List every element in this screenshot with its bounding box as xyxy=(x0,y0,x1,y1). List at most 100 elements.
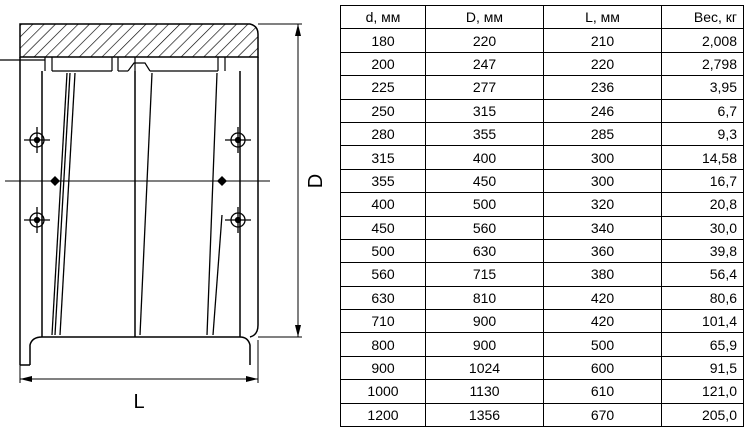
cell-length: 610 xyxy=(543,379,662,404)
centre-marker-right xyxy=(217,176,227,186)
dimension-d xyxy=(258,23,302,338)
cell-outer-d: 810 xyxy=(425,285,544,311)
cell-d: 280 xyxy=(340,121,426,147)
cell-outer-d: 1356 xyxy=(425,402,544,428)
cell-d: 200 xyxy=(340,51,426,77)
cell-weight: 2,798 xyxy=(661,51,744,77)
cell-d: 800 xyxy=(340,332,426,357)
cell-d: 355 xyxy=(340,168,426,194)
cell-weight: 2,008 xyxy=(661,28,744,53)
table-header-row: d, мм D, мм L, мм Вес, кг xyxy=(340,4,744,30)
cell-weight: 3,95 xyxy=(661,75,744,100)
cell-outer-d: 1130 xyxy=(425,379,544,404)
cell-length: 600 xyxy=(543,355,662,381)
arrow-d-bottom xyxy=(295,325,301,337)
cell-length: 380 xyxy=(543,262,662,287)
cell-d: 180 xyxy=(340,28,426,53)
cell-length: 360 xyxy=(543,238,662,264)
cell-d: 315 xyxy=(340,145,426,170)
cell-weight: 9,3 xyxy=(661,121,744,147)
cell-outer-d: 715 xyxy=(425,262,544,287)
fitting-drawing: D L xyxy=(0,23,327,413)
cell-weight: 39,8 xyxy=(661,238,744,264)
cell-weight: 6,7 xyxy=(661,98,744,123)
cell-outer-d: 355 xyxy=(425,121,544,147)
cell-outer-d: 220 xyxy=(425,28,544,53)
cell-weight: 80,6 xyxy=(661,285,744,311)
cell-d: 225 xyxy=(340,75,426,100)
dimension-l-label: L xyxy=(133,391,144,413)
cell-length: 285 xyxy=(543,121,662,147)
cell-length: 210 xyxy=(543,28,662,53)
terminal-pin-icon xyxy=(24,127,251,233)
cell-weight: 121,0 xyxy=(661,379,744,404)
cell-outer-d: 900 xyxy=(425,309,544,334)
cell-weight: 65,9 xyxy=(661,332,744,357)
dimension-d-label: D xyxy=(305,174,327,188)
header-outer-d: D, мм xyxy=(425,4,544,30)
cell-length: 420 xyxy=(543,309,662,334)
cell-outer-d: 247 xyxy=(425,51,544,77)
cell-d: 450 xyxy=(340,215,426,240)
cell-weight: 14,58 xyxy=(661,145,744,170)
cell-outer-d: 400 xyxy=(425,145,544,170)
cell-length: 500 xyxy=(543,332,662,357)
arrow-d-top xyxy=(295,24,301,36)
cell-outer-d: 500 xyxy=(425,192,544,217)
arrow-l-left xyxy=(20,376,32,382)
slanted-lines xyxy=(51,72,223,336)
cell-length: 300 xyxy=(543,145,662,170)
cell-weight: 16,7 xyxy=(661,168,744,194)
cell-weight: 56,4 xyxy=(661,262,744,287)
cell-d: 560 xyxy=(340,262,426,287)
cell-length: 320 xyxy=(543,192,662,217)
cell-length: 300 xyxy=(543,168,662,194)
centre-marker-left xyxy=(50,176,60,186)
cell-weight: 20,8 xyxy=(661,192,744,217)
cell-d: 710 xyxy=(340,309,426,334)
header-length: L, мм xyxy=(543,4,662,30)
cell-length: 246 xyxy=(543,98,662,123)
header-d: d, мм xyxy=(340,4,426,30)
cell-outer-d: 630 xyxy=(425,238,544,264)
cell-length: 340 xyxy=(543,215,662,240)
cell-length: 236 xyxy=(543,75,662,100)
cell-d: 1200 xyxy=(340,402,426,428)
arrow-l-right xyxy=(246,376,258,382)
cell-length: 420 xyxy=(543,285,662,311)
cell-outer-d: 900 xyxy=(425,332,544,357)
cell-outer-d: 1024 xyxy=(425,355,544,381)
cell-outer-d: 315 xyxy=(425,98,544,123)
cell-weight: 91,5 xyxy=(661,355,744,381)
cell-weight: 30,0 xyxy=(661,215,744,240)
inner-stub xyxy=(0,57,226,72)
cell-d: 250 xyxy=(340,98,426,123)
cell-outer-d: 277 xyxy=(425,75,544,100)
cell-d: 400 xyxy=(340,192,426,217)
header-weight: Вес, кг xyxy=(661,4,744,30)
cell-length: 670 xyxy=(543,402,662,428)
cell-d: 1000 xyxy=(340,379,426,404)
cell-d: 900 xyxy=(340,355,426,381)
cell-outer-d: 450 xyxy=(425,168,544,194)
fitting-body xyxy=(19,57,259,366)
cell-outer-d: 560 xyxy=(425,215,544,240)
cell-length: 220 xyxy=(543,51,662,77)
hatched-wall-section xyxy=(19,23,259,58)
